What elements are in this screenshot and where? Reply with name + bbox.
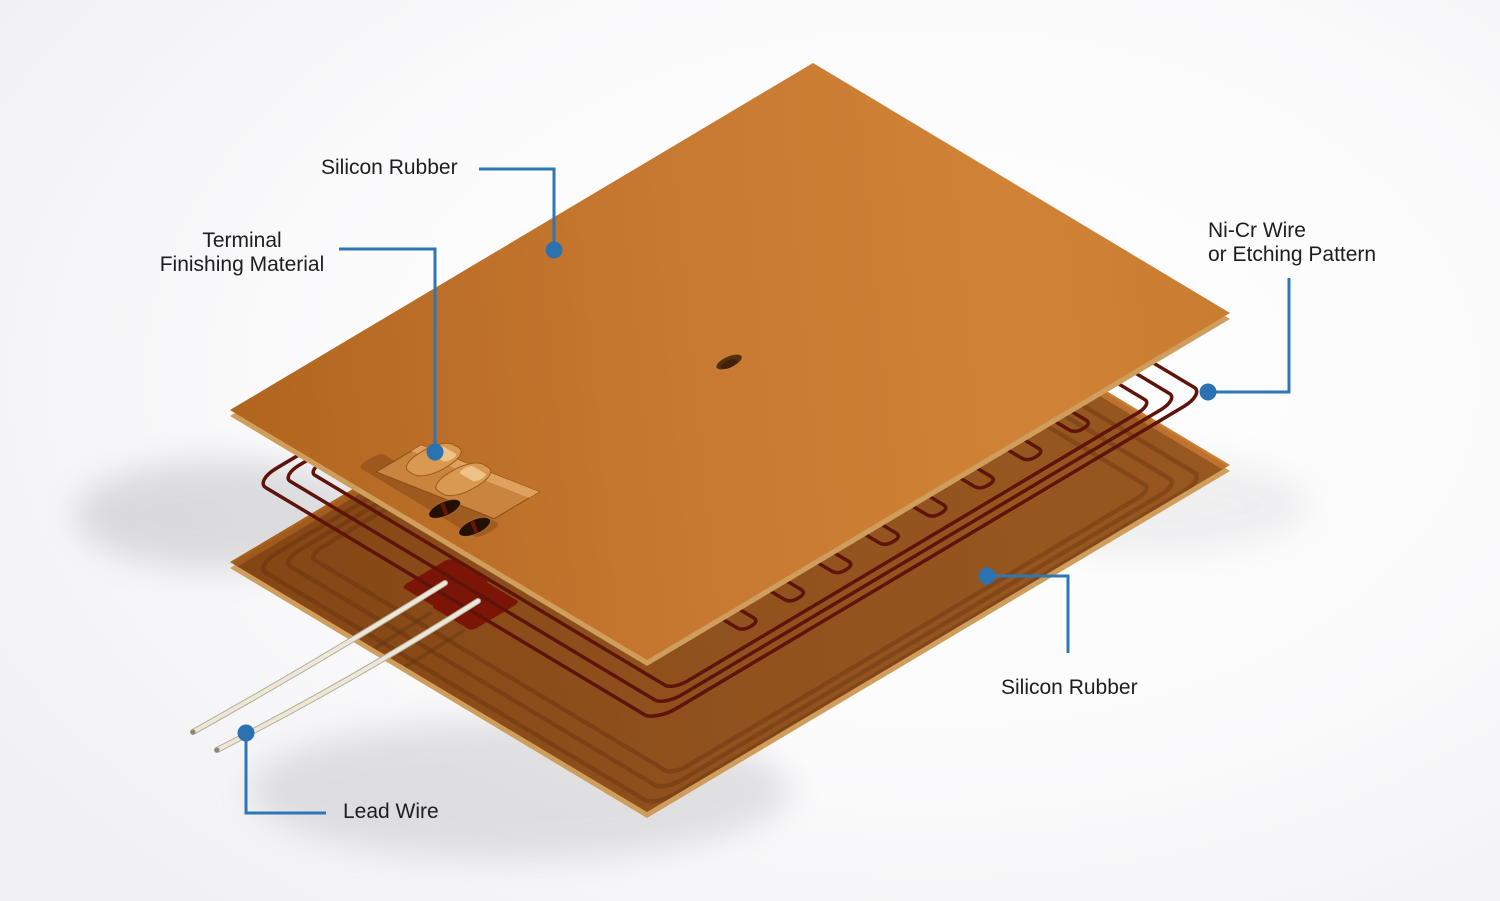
label-silicon-rubber-top: Silicon Rubber [321, 156, 458, 179]
callout-dot-terminal [426, 443, 444, 461]
label-terminal-finishing-material: Terminal Finishing Material [152, 229, 332, 277]
lead-wire-holes [423, 496, 496, 539]
terminal-crimp-2-highlight [460, 465, 486, 482]
lead-wire-1-tip [190, 729, 196, 735]
label-terminal-line1: Terminal [202, 229, 282, 252]
label-lead-wire: Lead Wire [343, 800, 439, 823]
callout-leaders [237, 167, 1291, 815]
lead-wire-2-tip [214, 747, 220, 753]
lead-wire-1 [191, 581, 447, 734]
terminal-finishing-material [360, 425, 548, 537]
hole-2-trace-glimpse [465, 521, 485, 533]
callout-dot-silicon-rubber-bottom [978, 567, 996, 585]
top-silicone-sheet [230, 63, 1230, 666]
label-nicr-line2: or Etching Pattern [1208, 243, 1377, 266]
label-silicon-rubber-bottom: Silicon Rubber [1001, 676, 1138, 699]
leader-terminal [339, 247, 437, 445]
label-terminal-line2: Finishing Material [159, 253, 325, 276]
hole-1-trace-glimpse [435, 503, 455, 515]
center-hole-inner [720, 358, 738, 369]
leader-nicr [1215, 278, 1291, 394]
leader-lead-wire [244, 740, 326, 815]
leader-silicon-rubber-bottom [994, 574, 1070, 653]
callout-dot-silicon-rubber-top [545, 241, 563, 259]
label-nicr-wire: Ni-Cr Wire or Etching Pattern [1208, 219, 1376, 267]
callout-dot-lead-wire [237, 724, 255, 742]
label-nicr-line1: Ni-Cr Wire [1208, 219, 1306, 242]
callout-dot-nicr [1199, 383, 1217, 401]
leader-silicon-rubber-top [479, 167, 556, 244]
